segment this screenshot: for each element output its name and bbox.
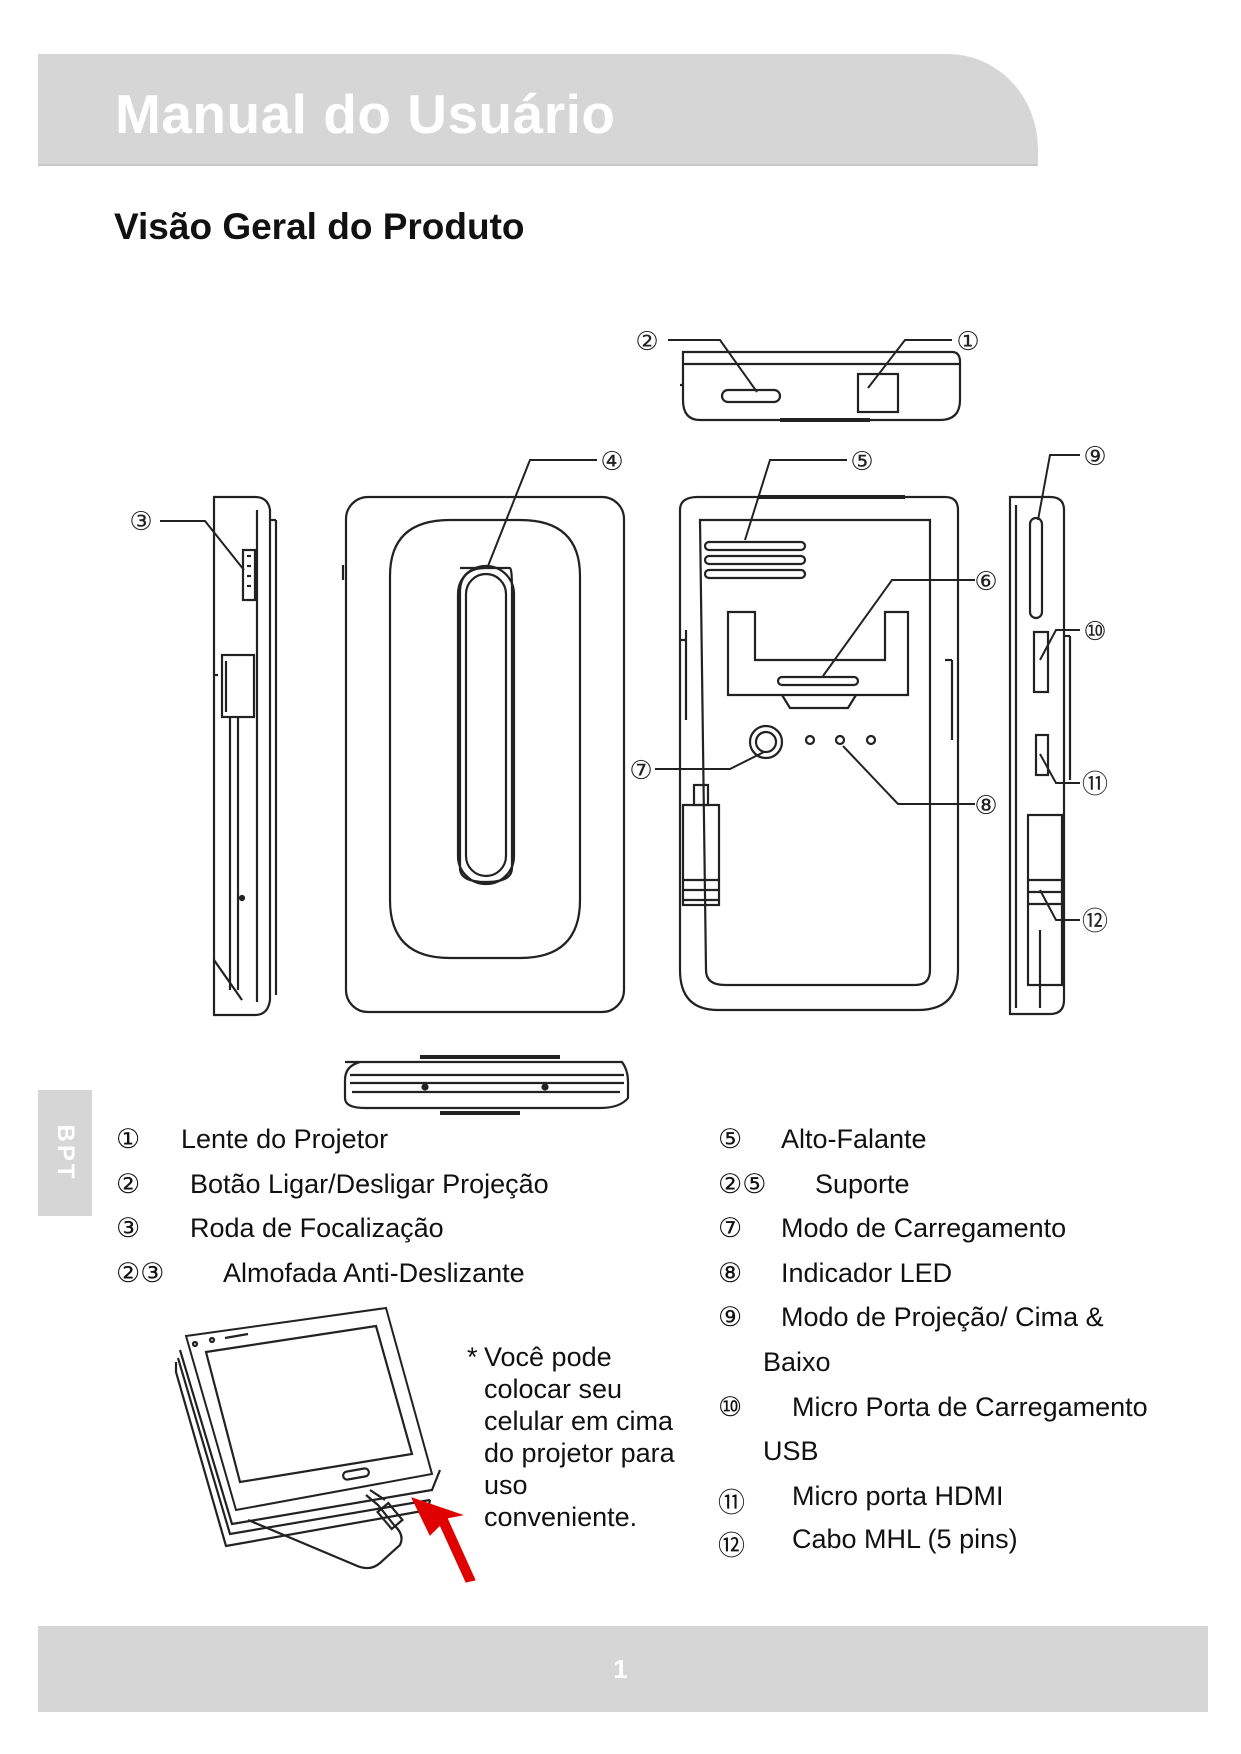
callout-4: ④ xyxy=(600,447,623,477)
legend-label: Cabo MHL (5 pins) xyxy=(792,1524,1018,1554)
bottom-view-drawing xyxy=(343,1055,630,1115)
legend-num: ⑫ xyxy=(718,1531,745,1561)
legend-num: ⑧ xyxy=(718,1258,743,1288)
legend-num: ⑤ xyxy=(718,1124,743,1154)
legend-num: ⑨ xyxy=(718,1302,743,1332)
callout-9: ⑨ xyxy=(1083,442,1106,472)
legend-label-continued: Baixo xyxy=(763,1347,831,1377)
callout-2-top: ② xyxy=(635,327,658,357)
legend-label: Micro porta HDMI xyxy=(792,1481,1004,1511)
header-band xyxy=(38,54,1038,166)
legend-label: Indicador LED xyxy=(781,1258,953,1288)
legend-label-continued: USB xyxy=(763,1436,819,1466)
note-line: colocar seu xyxy=(484,1374,623,1404)
legend-num: ② xyxy=(116,1169,141,1199)
legend-num: ① xyxy=(116,1124,141,1154)
legend-label: Modo de Projeção/ Cima & xyxy=(781,1302,1104,1332)
callout-7: ⑦ xyxy=(629,756,652,786)
legend-num: ③ xyxy=(116,1213,141,1243)
red-arrow-icon xyxy=(411,1497,476,1583)
callout-1: ① xyxy=(956,327,979,357)
legend-num: ⑪ xyxy=(718,1488,745,1518)
note-line: celular em cima xyxy=(484,1406,674,1436)
legend-num: ⑦ xyxy=(718,1213,743,1243)
callout-10: ⑩ xyxy=(1083,617,1106,647)
legend-num: ②⑤ xyxy=(718,1169,767,1199)
callout-12: ⑫ xyxy=(1082,907,1108,937)
section-title: Visão Geral do Produto xyxy=(114,206,525,247)
front-view-drawing xyxy=(678,495,960,1012)
legend-label: Alto-Falante xyxy=(781,1124,927,1154)
footer-band xyxy=(38,1626,1208,1712)
leader-lines xyxy=(160,339,1080,921)
page-header-title: Manual do Usuário xyxy=(115,83,616,145)
legend-label: Roda de Focalização xyxy=(190,1213,444,1243)
note-line: conveniente. xyxy=(484,1502,638,1532)
page-number: 1 xyxy=(613,1654,628,1684)
legend-num: ⑩ xyxy=(718,1392,743,1422)
legend-label: Micro Porta de Carregamento xyxy=(792,1392,1148,1422)
callout-6: ⑥ xyxy=(974,567,997,597)
note-line: do projetor para xyxy=(484,1438,675,1468)
phone-on-projector-illustration xyxy=(174,1306,442,1570)
legend-label: Modo de Carregamento xyxy=(781,1213,1067,1243)
note-asterisk: * xyxy=(467,1342,478,1372)
legend-label: Lente do Projetor xyxy=(181,1124,389,1154)
callout-3: ③ xyxy=(129,507,152,537)
left-side-view-drawing xyxy=(212,495,278,1017)
note-line: uso xyxy=(484,1470,528,1500)
phone-note: Você pode colocar seu celular em cima do… xyxy=(484,1341,675,1533)
legend-num: ②③ xyxy=(116,1258,165,1288)
legend-label: Almofada Anti-Deslizante xyxy=(223,1258,525,1288)
back-view-drawing xyxy=(341,495,626,1014)
right-side-view-drawing xyxy=(1008,495,1072,1016)
legend-label: Botão Ligar/Desligar Projeção xyxy=(190,1169,549,1199)
callout-11: ⑪ xyxy=(1082,770,1108,800)
callout-8: ⑧ xyxy=(974,791,997,821)
language-tab xyxy=(38,1090,92,1216)
top-view-drawing xyxy=(680,350,962,422)
note-line: Você pode xyxy=(484,1342,612,1372)
legend-label: Suporte xyxy=(815,1169,910,1199)
callout-5: ⑤ xyxy=(850,447,873,477)
